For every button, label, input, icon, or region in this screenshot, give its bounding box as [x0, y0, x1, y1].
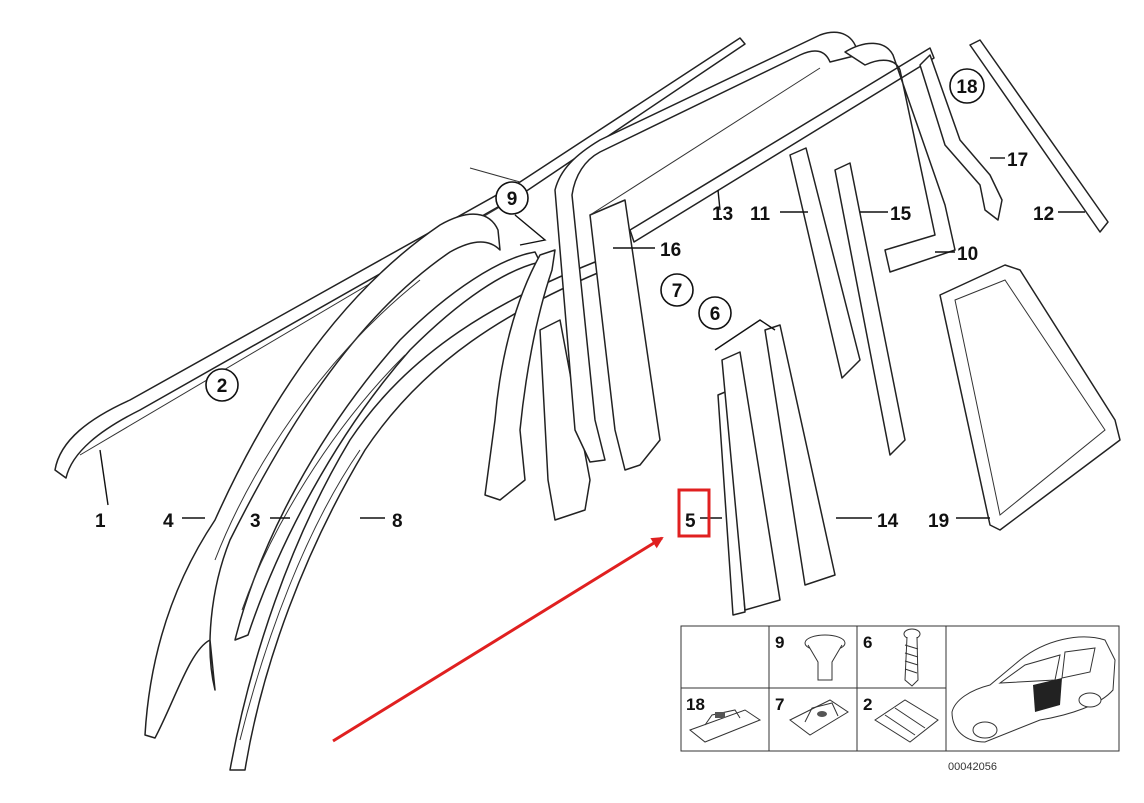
reference-number: 00042056 — [948, 761, 997, 773]
vertical-strip-part-11 — [789, 147, 861, 379]
highlight-arrow — [332, 536, 664, 743]
callout-10: 10 — [957, 244, 978, 265]
callout-2: 2 — [217, 376, 228, 397]
callout-8: 8 — [392, 511, 403, 532]
door-frame-seal-part-16 — [554, 31, 859, 471]
clip-18-icon — [688, 709, 762, 743]
car-thumbnail-icon — [951, 636, 1116, 743]
fastener-inset-table: 9 6 18 7 2 — [680, 625, 1120, 752]
screw-6-icon — [903, 628, 921, 687]
callout-6: 6 — [710, 304, 721, 325]
callout-18: 18 — [956, 77, 977, 98]
pillar-bracket-part-9 — [484, 249, 591, 521]
inset-label-9: 9 — [775, 633, 784, 652]
callout-11: 11 — [750, 204, 771, 225]
callout-5: 5 — [685, 511, 696, 532]
clip-2-icon — [874, 699, 939, 743]
callout-17: 17 — [1007, 150, 1028, 171]
trim-part-17 — [919, 54, 1003, 221]
clip-9-icon — [804, 634, 846, 681]
callout-14: 14 — [877, 511, 899, 532]
window-channel-part-13 — [629, 42, 956, 273]
leader-lines — [99, 157, 1085, 519]
trim-part-12 — [969, 39, 1109, 233]
inset-label-6: 6 — [863, 633, 872, 652]
callout-15: 15 — [890, 204, 912, 225]
callout-16: 16 — [660, 240, 681, 261]
quarter-window-part-19 — [939, 264, 1121, 531]
callout-9: 9 — [507, 189, 518, 210]
vertical-strip-part-15 — [834, 162, 906, 456]
callout-7: 7 — [672, 281, 683, 302]
highlight-box-part-5 — [677, 488, 711, 538]
callout-labels: 1 4 3 8 5 14 19 16 13 11 15 12 17 10 — [95, 150, 1054, 532]
callout-19: 19 — [928, 511, 949, 532]
circled-callouts: 2 9 7 6 18 — [205, 68, 985, 402]
callout-13: 13 — [712, 204, 733, 225]
callout-4: 4 — [163, 511, 174, 532]
callout-1: 1 — [95, 511, 106, 532]
inset-label-18: 18 — [686, 695, 705, 714]
clip-7-icon — [789, 699, 849, 736]
callout-12: 12 — [1033, 204, 1054, 225]
pillar-trims-parts-5-14 — [714, 319, 836, 616]
pillar-trim-part-4 — [144, 213, 501, 739]
inset-label-2: 2 — [863, 695, 872, 714]
inset-label-7: 7 — [775, 695, 784, 714]
callout-3: 3 — [250, 511, 261, 532]
